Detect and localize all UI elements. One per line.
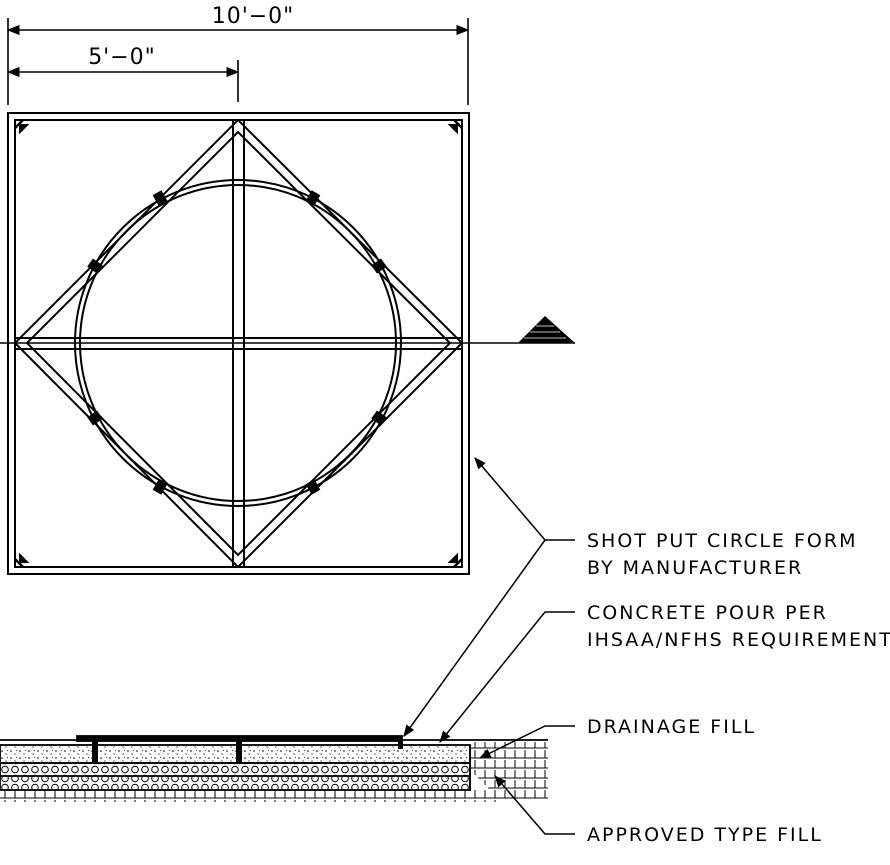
callout-concrete-line-2: IHSAA/NFHS REQUIREMENTS	[587, 629, 890, 651]
callout-approved-fill: APPROVED TYPE FILL	[587, 824, 823, 846]
dimension-half-label: 5'−0"	[88, 45, 156, 70]
callout-drainage-fill: DRAINAGE FILL	[587, 716, 756, 738]
dimension-half	[6, 60, 240, 102]
leader-lines	[403, 457, 575, 835]
section-view	[0, 735, 548, 802]
callout-shot-put-line-1: SHOT PUT CIRCLE FORM	[587, 530, 857, 552]
section-marker-icon	[518, 316, 575, 343]
callout-shot-put-line-2: BY MANUFACTURER	[587, 557, 803, 579]
callout-concrete-line-1: CONCRETE POUR PER	[587, 602, 828, 624]
dimension-overall-label: 10'−0"	[212, 4, 295, 29]
dimension-overall	[6, 18, 470, 105]
